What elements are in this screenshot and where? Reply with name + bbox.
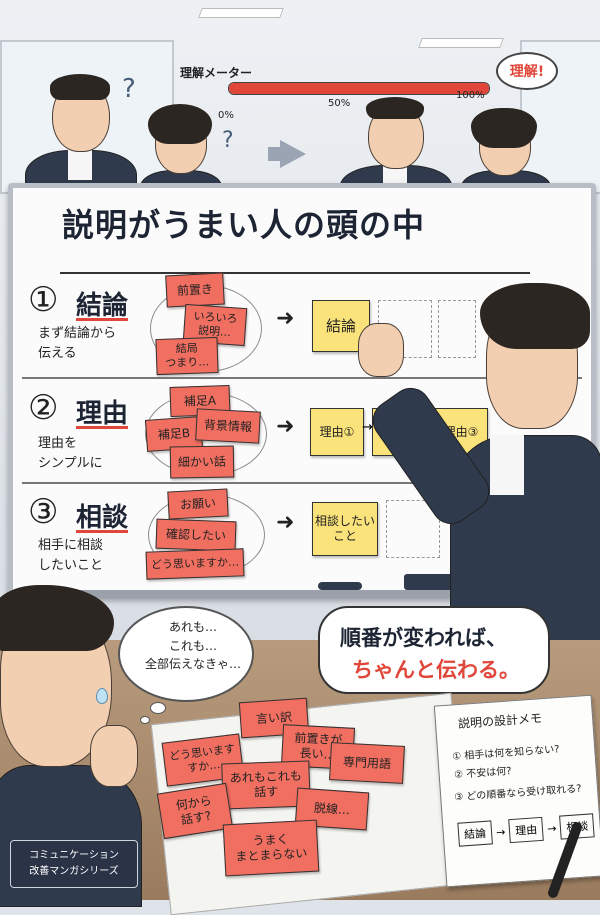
thought-bubble-text: あれも… これも… 全部伝えなきゃ… xyxy=(144,620,241,672)
memo-flow-box: 結論 xyxy=(457,820,493,847)
meter-label: 理解メーター xyxy=(180,66,253,80)
meter-fill xyxy=(229,83,489,94)
red-sticky-note: 背景情報 xyxy=(195,408,261,444)
yellow-sticky-note: 理由① xyxy=(310,408,364,456)
step-3-heading: 相談 xyxy=(76,503,129,533)
desk-red-note: うまく まとまらない xyxy=(222,819,320,877)
row-divider xyxy=(22,377,582,379)
meter-tick-100: 100% xyxy=(456,90,485,101)
happy-man xyxy=(340,95,452,217)
understood-bubble: 理解! xyxy=(496,52,558,90)
empty-note-slot xyxy=(438,300,476,358)
step-1-number: ① xyxy=(28,280,59,320)
series-badge-line-2: 改善マンガシリーズ xyxy=(29,866,119,877)
confused-woman xyxy=(130,100,230,212)
arrow-right-icon: → xyxy=(495,824,506,839)
row-divider xyxy=(22,482,582,484)
whiteboard-title: 説明がうまい人の頭の中 xyxy=(62,206,426,244)
eraser-icon xyxy=(404,574,460,590)
step-1-description: まず結論から 伝える xyxy=(38,326,117,361)
ceiling-light xyxy=(418,38,504,48)
meter-tick-0: 0% xyxy=(218,110,234,121)
step-3-description: 相手に相談 したいこと xyxy=(38,538,104,573)
question-mark: ? xyxy=(122,74,136,104)
transition-arrow xyxy=(280,140,306,168)
thought-bubble xyxy=(118,606,254,702)
step-2-number: ② xyxy=(28,388,59,428)
arrow-right-icon: ➜ xyxy=(276,414,295,439)
arrow-right-icon: ➜ xyxy=(276,306,295,331)
red-sticky-note: 確認したい xyxy=(155,518,237,552)
arrow-right-icon: ➜ xyxy=(276,510,295,535)
step-2-description: 理由を シンプルに xyxy=(38,436,103,471)
sweat-drop-icon xyxy=(96,688,108,704)
step-3-number: ③ xyxy=(28,492,59,532)
meter-tick-50: 50% xyxy=(328,98,351,109)
red-sticky-note: どう思いますか… xyxy=(145,548,245,580)
red-sticky-note: 細かい話 xyxy=(169,445,235,479)
red-sticky-note: 前置き xyxy=(165,272,225,308)
yellow-sticky-note: 相談したい こと xyxy=(312,502,378,556)
marker-icon xyxy=(318,582,362,590)
speech-bubble xyxy=(318,606,550,694)
speech-bubble-line-1: 順番が変われば、 xyxy=(340,626,507,650)
red-sticky-note: 結局 つまり… xyxy=(155,336,219,376)
empty-note-slot xyxy=(386,500,440,558)
understanding-meter xyxy=(228,82,490,95)
ceiling-light xyxy=(198,8,284,18)
desk-red-note: 専門用語 xyxy=(329,742,405,784)
speech-bubble-line-2: ちゃんと伝わる。 xyxy=(352,658,520,682)
series-badge: コミュニケーション 改善マンガシリーズ xyxy=(10,840,138,888)
whiteboard-tray xyxy=(60,590,480,598)
step-2-heading: 理由 xyxy=(76,399,129,429)
series-badge-line-1: コミュニケーション xyxy=(29,850,119,861)
arrow-right-icon: → xyxy=(546,821,557,836)
arrow-small-icon: → xyxy=(362,420,373,435)
question-mark: ? xyxy=(222,128,234,153)
memo-flow-box: 理由 xyxy=(508,816,545,844)
red-sticky-note: お願い xyxy=(167,488,229,520)
step-1-heading: 結論 xyxy=(76,291,129,321)
